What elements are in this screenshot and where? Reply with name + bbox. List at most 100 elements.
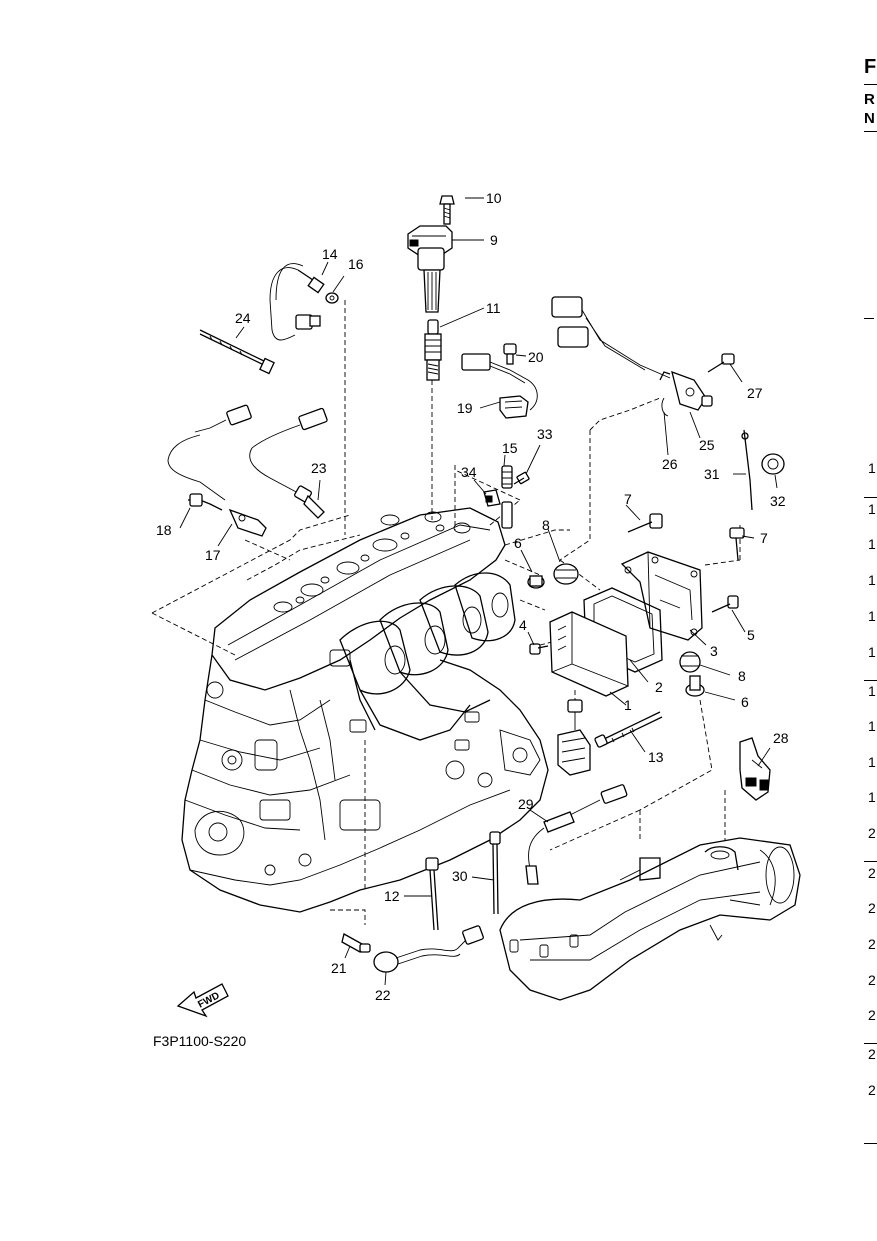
sensor-21 [341, 933, 371, 953]
callout-7b: 7 [760, 530, 768, 546]
side-row-label: 2 [868, 936, 876, 952]
o-ring-26 [661, 397, 669, 417]
side-row-divider [864, 680, 877, 681]
ignition-coil [407, 225, 453, 313]
side-row-label: 1 [868, 501, 876, 517]
callout-32: 32 [770, 493, 786, 509]
callout-23: 23 [311, 460, 327, 476]
callout-leaders [179, 197, 778, 986]
side-header-letter-r: R [864, 91, 875, 108]
callout-28: 28 [773, 730, 789, 746]
side-row-label: 1 [868, 608, 876, 624]
side-row-label: 1 [868, 572, 876, 588]
side-header-rule-1 [864, 84, 877, 85]
callout-17: 17 [205, 547, 221, 563]
bolt-7b [729, 527, 745, 561]
callout-34: 34 [461, 464, 477, 480]
side-header-rule-2 [864, 131, 877, 132]
callout-31: 31 [704, 466, 720, 482]
callout-9: 9 [490, 232, 498, 248]
side-header-letter-n: N [864, 110, 875, 127]
bolt-20 [503, 343, 517, 365]
callout-8b: 8 [738, 668, 746, 684]
cover-3 [620, 551, 703, 641]
callout-20: 20 [528, 349, 544, 365]
side-row-label: 2 [868, 1007, 876, 1023]
figure-code: F3P1100-S220 [153, 1033, 247, 1049]
callout-labels: 1 2 3 4 5 6 6 7 7 8 8 9 10 11 12 13 14 1… [156, 190, 789, 1003]
callout-29: 29 [518, 796, 534, 812]
side-row-divider [864, 1043, 877, 1044]
coil-bolt [439, 195, 455, 225]
temperature-sensor-14 [269, 263, 325, 341]
cable-tie-30 [489, 831, 501, 915]
side-bottom-rule [864, 1143, 877, 1144]
side-header-letter-f: F [864, 56, 877, 78]
side-row-label: 2 [868, 972, 876, 988]
connector-28 [739, 737, 771, 801]
callout-6a: 6 [514, 535, 522, 551]
ecu-1 [549, 611, 629, 776]
callout-19: 19 [457, 400, 473, 416]
callout-6b: 6 [741, 694, 749, 710]
side-row-label: 2 [868, 825, 876, 841]
fwd-arrow-label: FWD [196, 990, 221, 1010]
callout-4: 4 [519, 617, 527, 633]
side-row-label: 2 [868, 900, 876, 916]
callout-14: 14 [322, 246, 338, 262]
callout-33: 33 [537, 426, 553, 442]
side-row-label: 1 [868, 718, 876, 734]
washer-16 [325, 292, 339, 304]
callout-5: 5 [747, 627, 755, 643]
bolt-5 [711, 595, 739, 613]
clip-31 [741, 429, 753, 511]
side-row-label: 1 [868, 536, 876, 552]
cable-tie-12 [425, 857, 439, 931]
side-dash-tick [864, 318, 874, 319]
exhaust-manifold [499, 837, 801, 1001]
cam-sensor-19 [461, 353, 538, 419]
engine-block [181, 507, 549, 913]
grommet-8a [553, 563, 579, 585]
bolt-33 [513, 471, 530, 485]
side-row-label: 1 [868, 754, 876, 770]
callout-24: 24 [235, 310, 251, 326]
sensor-29 [525, 784, 628, 885]
side-row-label: 1 [868, 683, 876, 699]
sensor-harness-23 [249, 407, 328, 519]
callout-3: 3 [710, 643, 718, 659]
harness-sensor-25 [551, 296, 713, 411]
callout-27: 27 [747, 385, 763, 401]
knock-sensor-22 [373, 925, 484, 973]
callout-18: 18 [156, 522, 172, 538]
collar-6b [685, 675, 705, 697]
bolt-7a [627, 513, 663, 533]
callout-7a: 7 [624, 491, 632, 507]
callout-8a: 8 [542, 517, 550, 533]
sensor-harness-17-18 [167, 404, 267, 537]
bracket-34 [483, 489, 501, 507]
side-row-label: 1 [868, 789, 876, 805]
side-row-divider [864, 861, 877, 862]
side-row-label: 1 [868, 644, 876, 660]
callout-16: 16 [348, 256, 364, 272]
spark-plug [424, 319, 442, 381]
callout-26: 26 [662, 456, 678, 472]
fwd-arrow-icon: FWD [176, 983, 229, 1018]
callout-13: 13 [648, 749, 664, 765]
callout-2: 2 [655, 679, 663, 695]
bolt-27 [707, 353, 735, 373]
callout-30: 30 [452, 868, 468, 884]
side-row-label: 2 [868, 1082, 876, 1098]
callout-15: 15 [502, 440, 518, 456]
callout-11: 11 [486, 300, 501, 316]
side-row-label: 2 [868, 1046, 876, 1062]
callout-1: 1 [624, 697, 632, 713]
callout-21: 21 [331, 960, 347, 976]
bolt-4 [529, 643, 549, 655]
callout-10: 10 [486, 190, 502, 206]
collar-6a [527, 575, 545, 589]
cable-tie-24 [199, 329, 275, 375]
side-row-label: 1 [868, 460, 876, 476]
